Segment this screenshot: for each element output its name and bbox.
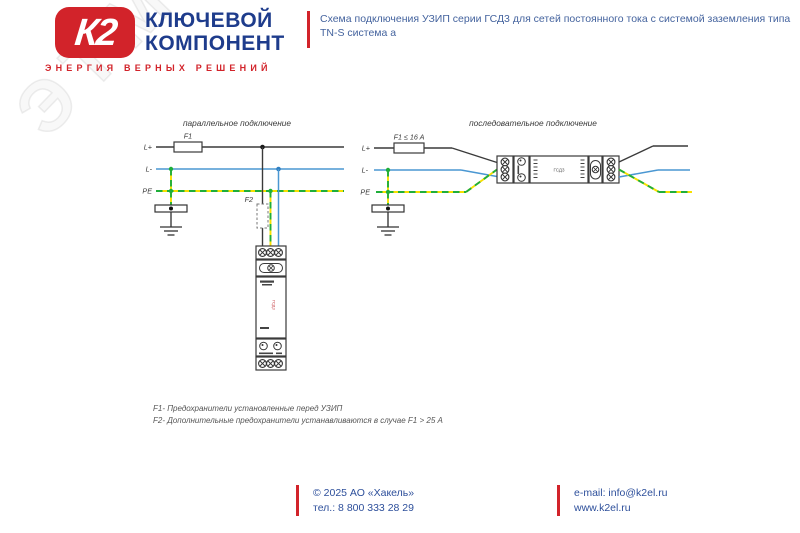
spd-device-vertical: ГСД3 bbox=[255, 245, 287, 371]
website-link[interactable]: www.k2el.ru bbox=[574, 502, 631, 514]
document-title-block: Схема подключения УЗИП серии ГСД3 для се… bbox=[307, 11, 790, 48]
footer-accent-bar bbox=[557, 485, 560, 516]
series-diagram-title: последовательное подключение bbox=[469, 118, 597, 128]
l-plus-line bbox=[451, 147, 498, 164]
fuse-f1 bbox=[173, 141, 203, 153]
brand-tagline: ЭНЕРГИЯ ВЕРНЫХ РЕШЕНИЙ bbox=[45, 63, 272, 73]
earth-symbol bbox=[159, 226, 183, 236]
document-title: Схема подключения УЗИП серии ГСД3 для се… bbox=[320, 11, 790, 48]
title-accent-bar bbox=[307, 11, 310, 48]
l-minus-label: L- bbox=[362, 166, 369, 175]
l-plus-label: L+ bbox=[362, 144, 370, 153]
footnotes: F1- Предохранители установленные перед У… bbox=[153, 403, 443, 427]
title-line-1: Схема подключения УЗИП серии ГСД3 для се… bbox=[320, 13, 791, 25]
fuse-f1-label: F1 ≤ 16 A bbox=[394, 133, 425, 142]
spd-device-horizontal: ГСД3 bbox=[496, 155, 620, 184]
earth-symbol bbox=[376, 226, 400, 236]
footer-accent-bar bbox=[296, 485, 299, 516]
fuse-f2 bbox=[256, 203, 269, 229]
brand-name: КЛЮЧЕВОЙ КОМПОНЕНТ bbox=[145, 9, 285, 55]
ground-busbar bbox=[154, 204, 188, 213]
l-minus-label: L- bbox=[146, 165, 153, 174]
footnote-f1: F1- Предохранители установленные перед У… bbox=[153, 404, 343, 413]
email-link[interactable]: e-mail: info@k2el.ru bbox=[574, 487, 668, 499]
title-line-2: TN-S система а bbox=[320, 27, 397, 39]
spd-model-label-horizontal: ГСД3 bbox=[554, 168, 565, 173]
fuse-f1-label: F1 bbox=[184, 132, 192, 141]
pe-label: PE bbox=[360, 188, 370, 197]
spd-model-label-vertical: ГСД3 bbox=[272, 300, 277, 310]
copyright-text: © 2025 АО «Хакель» bbox=[313, 487, 415, 499]
parallel-diagram-title: параллельное подключение bbox=[183, 118, 291, 128]
brand-line-2: КОМПОНЕНТ bbox=[145, 32, 285, 55]
footnote-f2: F2- Дополнительные предохранители устана… bbox=[153, 416, 443, 425]
l-plus-label: L+ bbox=[144, 143, 152, 152]
parallel-connection-diagram: параллельное подключение L+ F1 L- PE F2 bbox=[142, 118, 344, 371]
fuse-f2-label: F2 bbox=[245, 195, 253, 204]
ground-busbar bbox=[371, 204, 405, 213]
brand-line-1: КЛЮЧЕВОЙ bbox=[145, 9, 273, 32]
schematic-svg: параллельное подключение L+ F1 L- PE F2 bbox=[142, 118, 692, 371]
phone-text: тел.: 8 800 333 28 29 bbox=[313, 502, 414, 514]
pe-label: PE bbox=[142, 187, 152, 196]
series-connection-diagram: последовательное подключение L+ F1 ≤ 16 … bbox=[360, 118, 692, 236]
k2-logo-mark: К2 bbox=[72, 11, 118, 54]
footer-right: e-mail: info@k2el.ru www.k2el.ru bbox=[557, 485, 668, 516]
fuse-f1 bbox=[393, 142, 425, 154]
k2-logo: К2 bbox=[55, 7, 135, 58]
footer-center: © 2025 АО «Хакель» тел.: 8 800 333 28 29 bbox=[296, 485, 414, 516]
